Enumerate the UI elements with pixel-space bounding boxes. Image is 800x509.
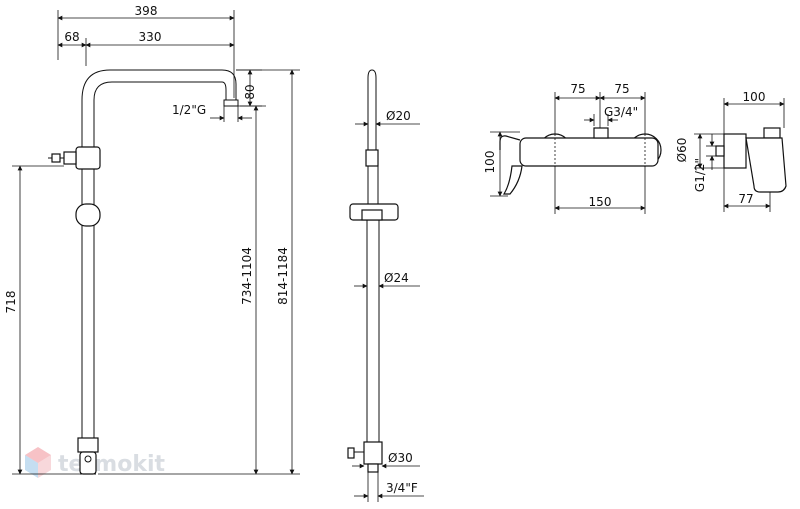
- watermark-text: termokit: [58, 452, 165, 477]
- dim-pipe-bottom-diameter: Ø30: [388, 451, 413, 465]
- dim-pipe-main-diameter: Ø24: [384, 271, 409, 285]
- dim-side-inner-depth: 77: [738, 192, 753, 206]
- shower-column-front-view: [48, 69, 239, 475]
- mixer-side-dimensions: 100 Ø60 G1/2" 77: [675, 90, 785, 212]
- dim-side-depth: 100: [743, 90, 766, 104]
- dim-height-range-outer: 814-1184: [276, 247, 290, 305]
- dim-head-drop: 80: [243, 84, 257, 99]
- dim-overall-width: 398: [135, 4, 158, 18]
- mixer-front-dimensions: 75 75 G3/4" 100 150: [483, 82, 646, 214]
- dim-wall-offset: 68: [64, 30, 79, 44]
- watermark: termokit: [25, 447, 165, 478]
- shower-column-side-view: [347, 69, 399, 473]
- dim-side-body-diameter: Ø60: [675, 138, 689, 163]
- dim-height-range-inner: 734-1104: [240, 247, 254, 305]
- dim-side-inlet-thread: G1/2": [693, 158, 707, 192]
- side-view-dimensions: Ø20 Ø24 Ø30 3/4"F: [352, 109, 424, 502]
- dim-mixer-right-offset: 75: [614, 82, 629, 96]
- mixer-side-view: [715, 127, 787, 193]
- watermark-logo-icon: [25, 447, 51, 478]
- dim-head-thread: 1/2"G: [172, 103, 206, 117]
- dim-mixer-height: 100: [483, 151, 497, 174]
- dim-arm-length: 330: [139, 30, 162, 44]
- dim-mixer-left-offset: 75: [570, 82, 585, 96]
- dim-pipe-top-diameter: Ø20: [386, 109, 411, 123]
- dim-mixer-centres: 150: [589, 195, 612, 209]
- front-view-dimensions: 398 68 330 80 1/2"G 718 734-1104 814-118…: [4, 4, 300, 475]
- dim-outlet-height: 718: [4, 291, 18, 314]
- dim-mixer-inlet-thread: G3/4": [604, 105, 638, 119]
- dim-bottom-thread: 3/4"F: [386, 481, 418, 495]
- mixer-front-view: [499, 127, 662, 195]
